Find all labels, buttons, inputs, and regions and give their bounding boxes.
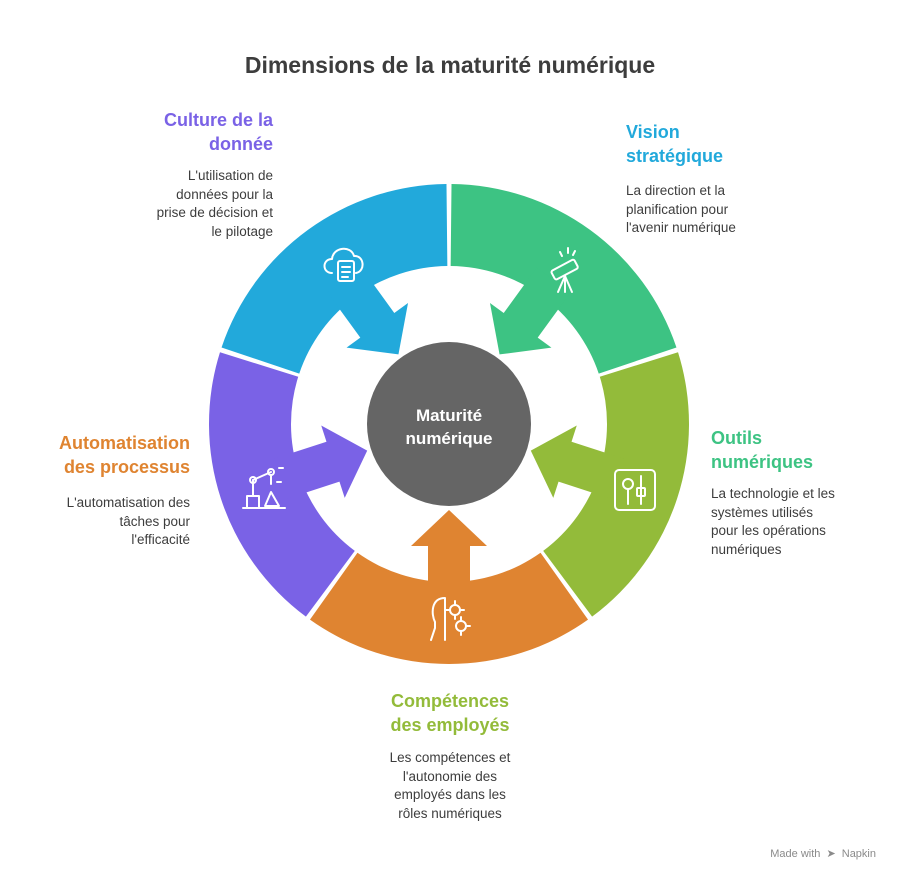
- segment-desc-automatisation-processus: L'automatisation des tâches pour l'effic…: [66, 495, 190, 547]
- segment-label-automatisation-processus: Automatisation des processus: [58, 433, 190, 477]
- ring-segment-automatisation-processus: [309, 552, 589, 664]
- segment-desc-vision-strategique: La direction et la planification pour l'…: [626, 183, 736, 235]
- segment-label-outils-numeriques: Outils numériques: [711, 428, 814, 472]
- arrow-vision-strategique: [327, 267, 409, 355]
- segment-label-culture-donnee: Culture de la donnée: [163, 110, 273, 154]
- arrow-competences-employes: [530, 425, 625, 499]
- segment-desc-outils-numeriques: La technologie et les systèmes utilisés …: [711, 486, 835, 557]
- head-gear-icon: [430, 597, 471, 641]
- footer-attribution: Made with ➤ Napkin: [770, 847, 876, 860]
- center-circle: Maturité numérique: [367, 342, 531, 506]
- robot-arm-icon: [242, 467, 286, 509]
- cloud-document-icon: [323, 247, 364, 282]
- segment-desc-competences-employes: Les compétences et l'autonomie des emplo…: [389, 750, 511, 821]
- arrow-outils-numeriques: [489, 267, 571, 355]
- arrow-culture-donnee: [273, 425, 368, 499]
- center-label-line2: numérique: [406, 429, 493, 448]
- made-with-label: Made with: [770, 848, 821, 860]
- page-title: Dimensions de la maturité numérique: [244, 52, 656, 78]
- napkin-logo-icon: ➤: [826, 848, 836, 860]
- arrow-automatisation-processus: [411, 510, 487, 602]
- segment-desc-culture-donnee: L'utilisation de données pour la prise d…: [156, 168, 273, 239]
- tools-icon: [614, 469, 656, 511]
- telescope-icon: [550, 247, 579, 293]
- napkin-brand-label: Napkin: [841, 848, 876, 860]
- segment-label-competences-employes: Compétences des employés: [390, 691, 510, 735]
- segment-label-vision-strategique: Vision stratégique: [626, 122, 724, 166]
- ring-segment-vision-strategique: [221, 184, 448, 374]
- center-label-line1: Maturité: [416, 406, 482, 425]
